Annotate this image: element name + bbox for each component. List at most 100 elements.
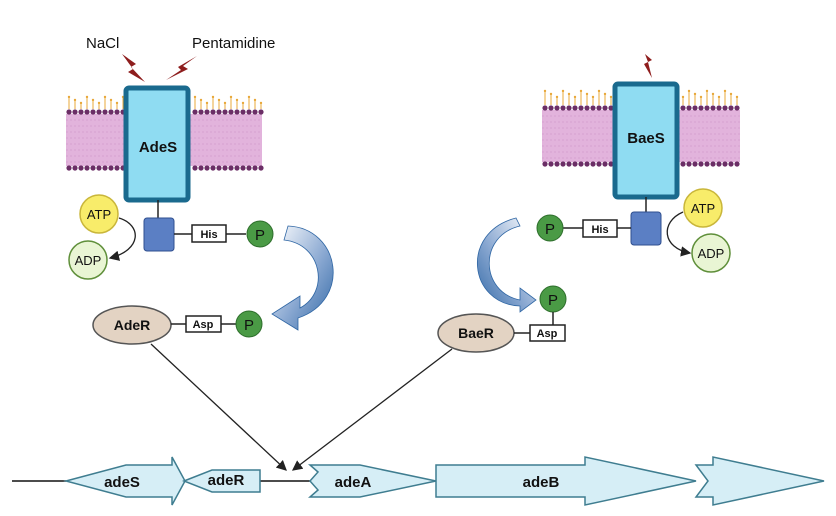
his-label-right: His (591, 224, 608, 236)
phosphate-label: P (545, 221, 555, 238)
gene-label-ades: adeS (104, 474, 140, 491)
lipid-head (566, 161, 572, 167)
adp-right (691, 233, 731, 273)
lipid-head (578, 105, 584, 111)
lipid-head (228, 165, 234, 171)
lipid-head (72, 109, 78, 115)
phosphate-label: P (255, 227, 265, 244)
ades-label: AdeS (139, 139, 177, 156)
lipid-head (252, 109, 258, 115)
lipid-head (216, 165, 222, 171)
lipid-head (608, 161, 614, 167)
baer-activation-arrow (291, 348, 453, 471)
stimulus-pentamidine-label: Pentamidine (192, 35, 275, 52)
lipid-head (584, 105, 590, 111)
adp-label-right: ADP (698, 246, 725, 261)
baes-kinase-box (630, 211, 662, 246)
lipid-head (602, 161, 608, 167)
lipid-head (704, 105, 710, 111)
lipid-head (108, 165, 114, 171)
lipid-head (258, 165, 264, 171)
ader-activation-arrow (150, 343, 287, 471)
lipid-head (66, 109, 72, 115)
lipid-head (198, 109, 204, 115)
lipid-head (548, 161, 554, 167)
lipid-head (704, 161, 710, 167)
lipid-head (584, 161, 590, 167)
lipid-head (596, 161, 602, 167)
ader-regulator (92, 305, 172, 345)
lipid-head (66, 165, 72, 171)
lipid-head (572, 161, 578, 167)
lipid-head (222, 109, 228, 115)
phosphate-right-his (536, 214, 564, 242)
lightning-icon (166, 56, 197, 80)
lipid-head (590, 105, 596, 111)
lipid-head (734, 105, 740, 111)
lipid-head (728, 161, 734, 167)
lipid-head (96, 165, 102, 171)
phosphate-left-his (246, 220, 274, 248)
lipid-head (710, 161, 716, 167)
lipid-head (258, 109, 264, 115)
lipid-head (246, 109, 252, 115)
lipid-head (554, 105, 560, 111)
atp-adp-arrow-right (666, 211, 692, 257)
lipid-head (728, 105, 734, 111)
atp-label-left: ATP (87, 207, 111, 222)
lipid-head (222, 165, 228, 171)
gene-adea (308, 464, 437, 498)
lipid-head (596, 105, 602, 111)
lipid-head (680, 161, 686, 167)
lightning-icon (644, 54, 652, 78)
lipid-head (608, 105, 614, 111)
lipid-head (192, 109, 198, 115)
lipid-head (722, 105, 728, 111)
gene-ader (181, 469, 261, 493)
lipid-head (84, 165, 90, 171)
lipid-head (548, 105, 554, 111)
lipid-head (228, 109, 234, 115)
gene-adeb (435, 456, 697, 506)
gene-downstream (694, 456, 825, 506)
phosphotransfer-arrow-left (271, 225, 334, 331)
lipid-head (216, 109, 222, 115)
lipid-head (204, 165, 210, 171)
gene-label-ader: adeR (208, 472, 245, 489)
lipid-head (590, 161, 596, 167)
lipid-head (210, 109, 216, 115)
lipid-head (698, 161, 704, 167)
baes-label: BaeS (627, 130, 665, 147)
adp-left (68, 240, 108, 280)
phosphate-label: P (244, 317, 254, 334)
phosphate-left-asp (235, 310, 263, 338)
baer-label: BaeR (458, 325, 494, 341)
asp-label-right: Asp (537, 328, 558, 340)
lipid-head (542, 161, 548, 167)
lipid-head (686, 161, 692, 167)
lipid-head (716, 161, 722, 167)
lipid-head (114, 109, 120, 115)
lipid-head (698, 105, 704, 111)
atp-left (79, 194, 119, 234)
lipid-head (108, 109, 114, 115)
lightning-icon (122, 54, 145, 82)
stimulus-nacl-label: NaCl (86, 35, 119, 52)
lipid-head (114, 165, 120, 171)
lipid-head (102, 109, 108, 115)
ader-label: AdeR (114, 317, 151, 333)
lipid-head (710, 105, 716, 111)
lipid-head (72, 165, 78, 171)
asp-label-left: Asp (193, 319, 214, 331)
adp-label-left: ADP (75, 253, 102, 268)
lipid-head (240, 109, 246, 115)
lipid-head (722, 161, 728, 167)
lipid-head (192, 165, 198, 171)
lipid-head (734, 161, 740, 167)
gene-label-adea: adeA (335, 474, 372, 491)
lipid-head (78, 109, 84, 115)
gene-label-adeb: adeB (523, 474, 560, 491)
his-label-left: His (200, 229, 217, 241)
